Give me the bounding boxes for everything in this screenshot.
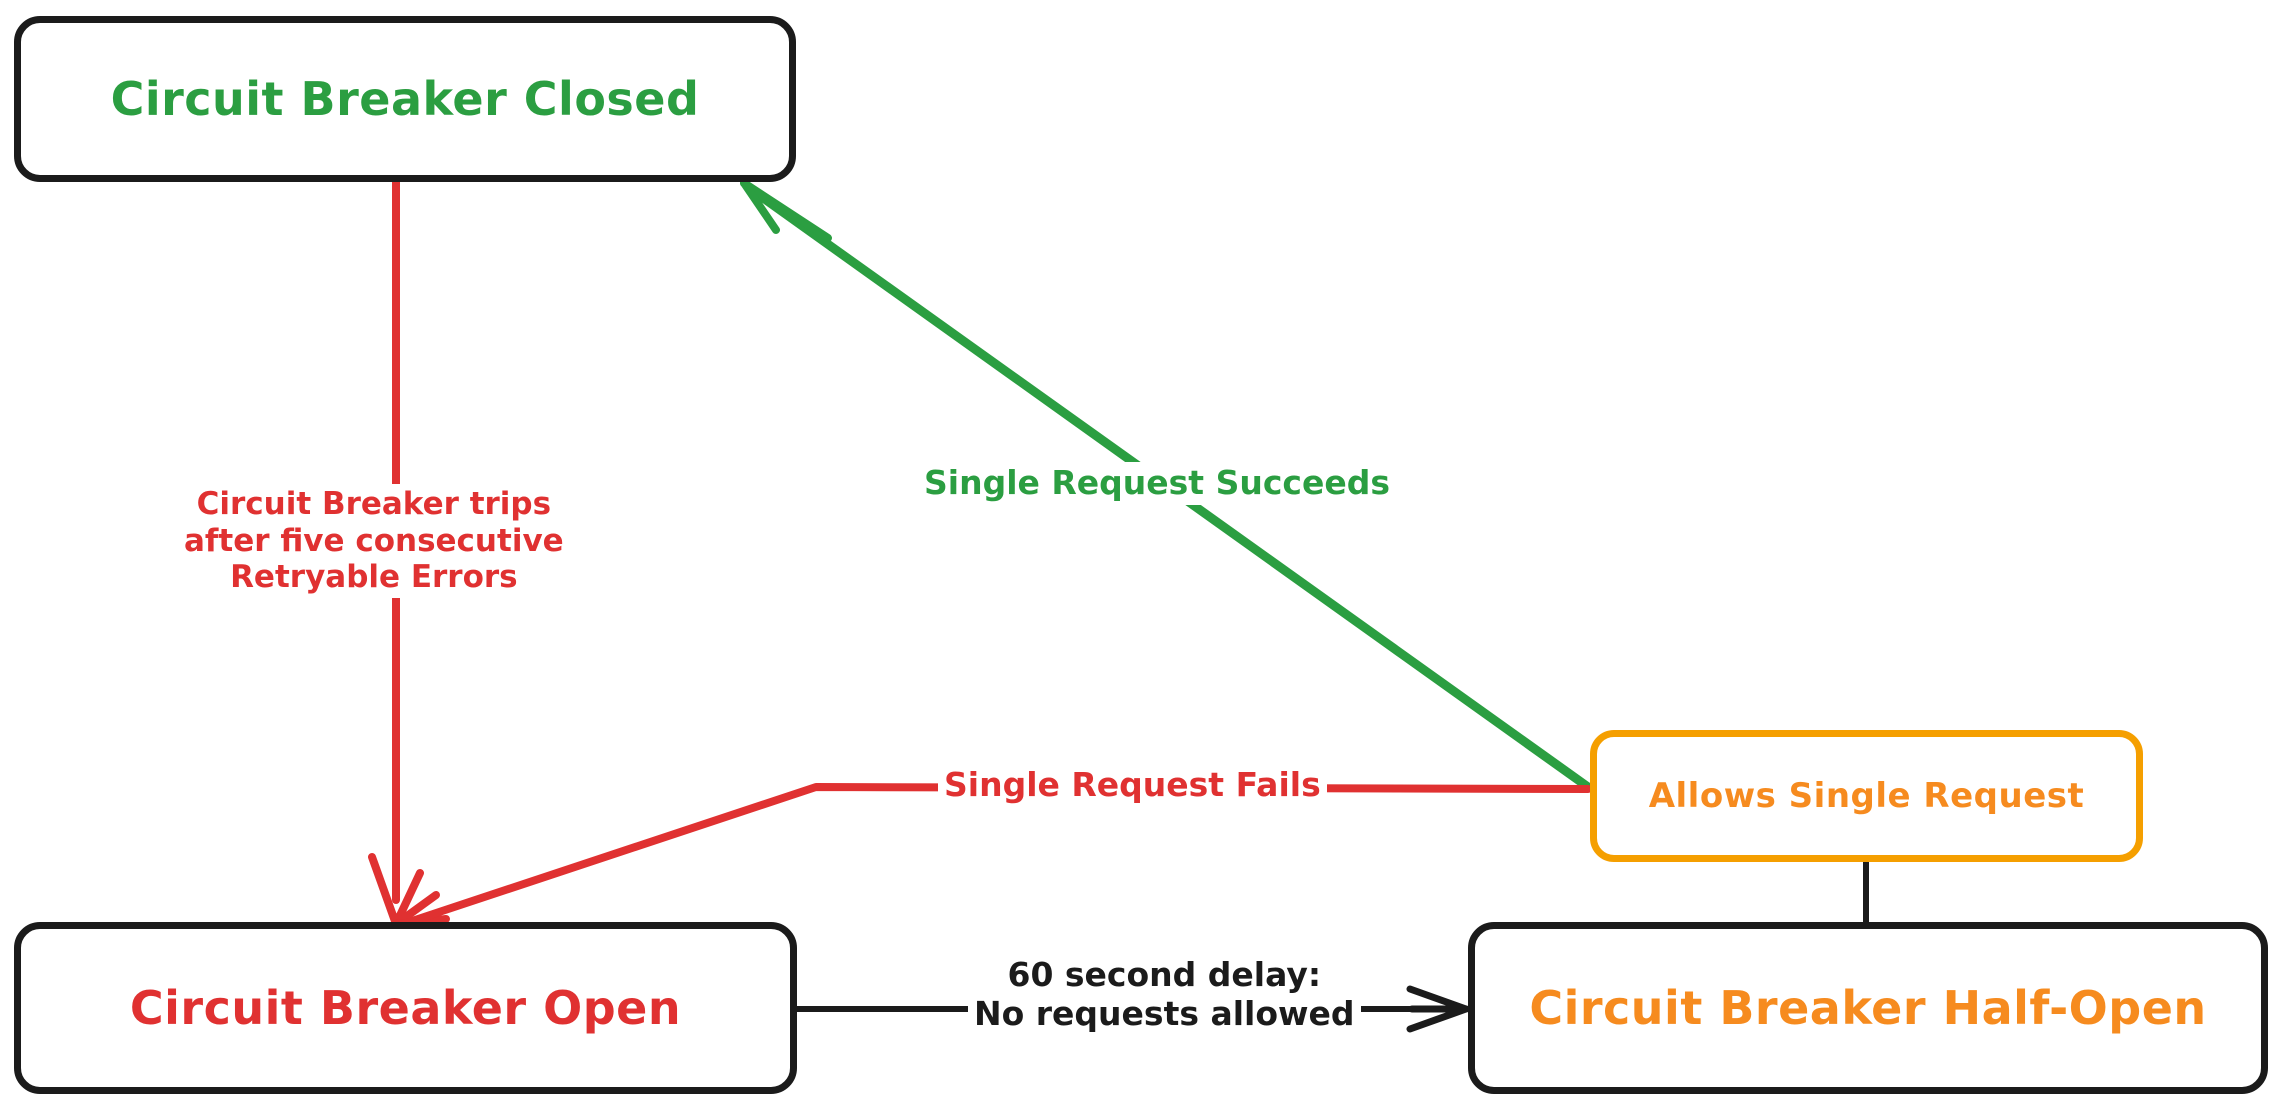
node-circuit-breaker-half-open[interactable]: Circuit Breaker Half-Open	[1468, 922, 2268, 1094]
edge-label-line: 60 second delay:	[1007, 955, 1322, 994]
edge-label-line: Retryable Errors	[230, 559, 518, 596]
edge-label-line: No requests allowed	[974, 993, 1355, 1033]
node-circuit-breaker-open[interactable]: Circuit Breaker Open	[14, 922, 797, 1094]
edge-label-line: Single Request Succeeds	[924, 463, 1390, 502]
node-allows-single-request[interactable]: Allows Single Request	[1590, 730, 2143, 862]
edge-label-circuit-breaker-trips: Circuit Breaker trips after five consecu…	[178, 484, 570, 598]
node-label-circuit-breaker-half-open: Circuit Breaker Half-Open	[1529, 981, 2207, 1035]
node-label-circuit-breaker-closed: Circuit Breaker Closed	[110, 72, 700, 126]
node-label-allows-single-request: Allows Single Request	[1648, 776, 2085, 816]
edge-label-60-second-delay: 60 second delay: No requests allowed	[968, 954, 1361, 1036]
node-label-circuit-breaker-open: Circuit Breaker Open	[129, 981, 682, 1035]
edge-label-line: after five consecutive	[184, 522, 564, 559]
edge-allows-to-open	[396, 783, 1592, 929]
edge-label-line: Single Request Fails	[944, 765, 1321, 804]
edge-label-single-request-succeeds: Single Request Succeeds	[918, 462, 1396, 505]
edge-label-single-request-fails: Single Request Fails	[938, 764, 1327, 807]
node-circuit-breaker-closed[interactable]: Circuit Breaker Closed	[14, 16, 796, 182]
edge-label-line: Circuit Breaker trips	[196, 486, 552, 522]
